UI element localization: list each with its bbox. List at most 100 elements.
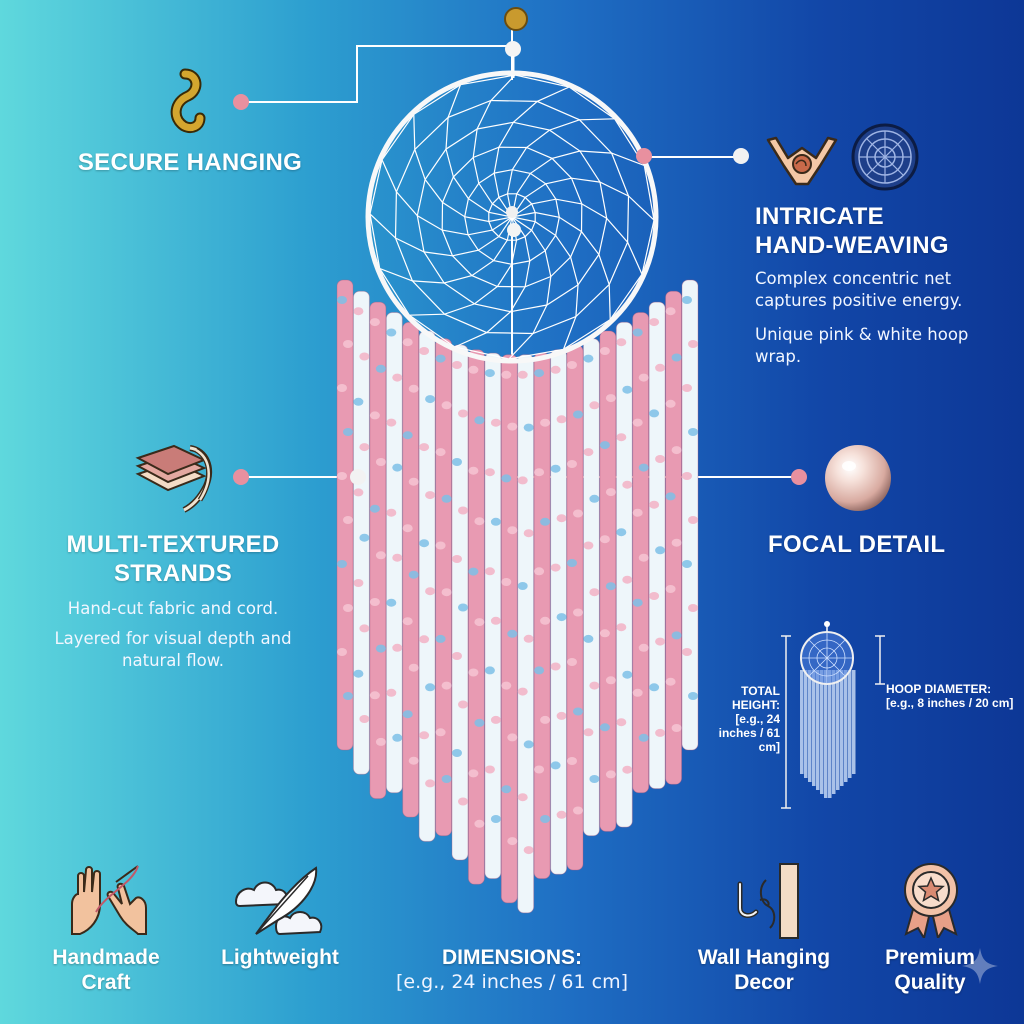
strand-texture [468,567,479,576]
strand-texture [655,728,666,737]
strand-texture [353,579,364,587]
mini-strand [800,670,804,774]
strand-texture [343,340,353,348]
strand-texture [419,539,430,548]
strand-texture [484,369,495,378]
hands-needle-icon [66,864,152,936]
focal-detail-title: FOCAL DETAIL [768,531,946,558]
strand-texture [632,688,643,697]
callout-bead-pink [233,94,249,110]
strand-texture [540,517,551,526]
strand-texture [583,354,594,363]
strand-texture [452,652,462,660]
gold-pin [504,7,528,31]
strand-texture [605,582,616,591]
strand-texture [425,395,436,404]
strand-texture [435,634,446,643]
multi-textured-desc-2: Layered for visual depth and natural flo… [54,629,292,670]
strand-texture [573,806,583,815]
fabric-strand [648,301,666,790]
strand-texture [419,443,430,452]
fabric-strand [369,301,387,800]
strand-texture [474,517,485,526]
strand-texture [523,529,534,538]
strand-texture [353,307,364,316]
intricate-weaving-title-2: HAND-WEAVING [755,232,949,259]
strand-texture [638,553,649,562]
strand-texture [649,409,660,418]
strand-texture [534,567,545,576]
sparkle-icon [962,948,998,984]
strand-texture [441,588,452,597]
strand-texture [616,433,627,442]
multi-textured-title-1: MULTI-TEXTURED [66,531,280,558]
strand-texture [671,353,682,362]
strand-texture [583,634,594,643]
fabric-strand [418,330,436,842]
mini-strand [844,670,848,782]
strand-texture [425,683,436,692]
hoop-diameter-label: HOOP DIAMETER: [e.g., 8 inches / 20 cm] [886,682,1014,710]
fabric-strand [352,290,370,775]
strand-texture [353,488,364,497]
strand-texture [408,663,419,672]
strand-texture [369,318,380,327]
strand-texture [616,338,627,347]
strand-texture [392,643,403,652]
strand-texture [517,476,528,485]
strand-texture [632,598,643,607]
strand-texture [386,688,397,697]
strand-texture [386,508,397,517]
strand-texture [375,737,386,746]
strand-texture [616,623,627,632]
strand-texture [419,731,430,740]
strand-texture [458,797,468,806]
strand-texture [523,634,534,643]
strand-texture [589,401,600,410]
strand-texture [435,448,446,457]
strand-texture [567,757,577,765]
strand-texture [501,474,512,483]
strand-texture [501,370,512,379]
strand-texture [599,535,610,544]
strand-texture [490,616,501,625]
strand-texture [441,681,452,690]
strand-texture [605,394,616,403]
strand-texture [616,718,627,727]
multi-textured-desc-1: Hand-cut fabric and cord. [67,599,279,618]
strand-texture [386,598,397,607]
strand-texture [392,553,403,562]
strand-texture [622,575,633,584]
lightweight-label: Lightweight [221,946,339,969]
fabric-strand [402,321,420,818]
strand-texture [671,538,682,547]
strand-texture [369,691,380,700]
strand-texture [550,563,561,572]
strand-texture [353,669,364,678]
multi-textured-title-2: STRANDS [113,560,233,587]
strand-texture [638,463,649,472]
intricate-weaving-desc-2: Unique pink & white hoop wrap. [755,325,969,366]
strand-texture [671,724,682,732]
strand-texture [468,769,479,778]
strand-texture [408,756,419,765]
strand-texture [474,618,485,627]
strand-texture [638,373,649,382]
strand-texture [343,428,353,436]
strand-texture [517,687,528,696]
strand-texture [468,365,479,374]
callout-bead-white [350,469,366,485]
strand-texture [550,761,561,770]
strand-texture [517,582,528,590]
strand-texture [359,533,370,542]
strand-texture [567,460,577,468]
strand-texture [359,443,370,452]
strand-texture [599,723,610,732]
strand-texture [655,455,666,463]
strand-texture [649,592,660,600]
strand-texture [534,765,545,774]
callout-bead-pink [791,469,807,485]
strand-texture [616,528,627,537]
strand-texture [435,541,446,550]
